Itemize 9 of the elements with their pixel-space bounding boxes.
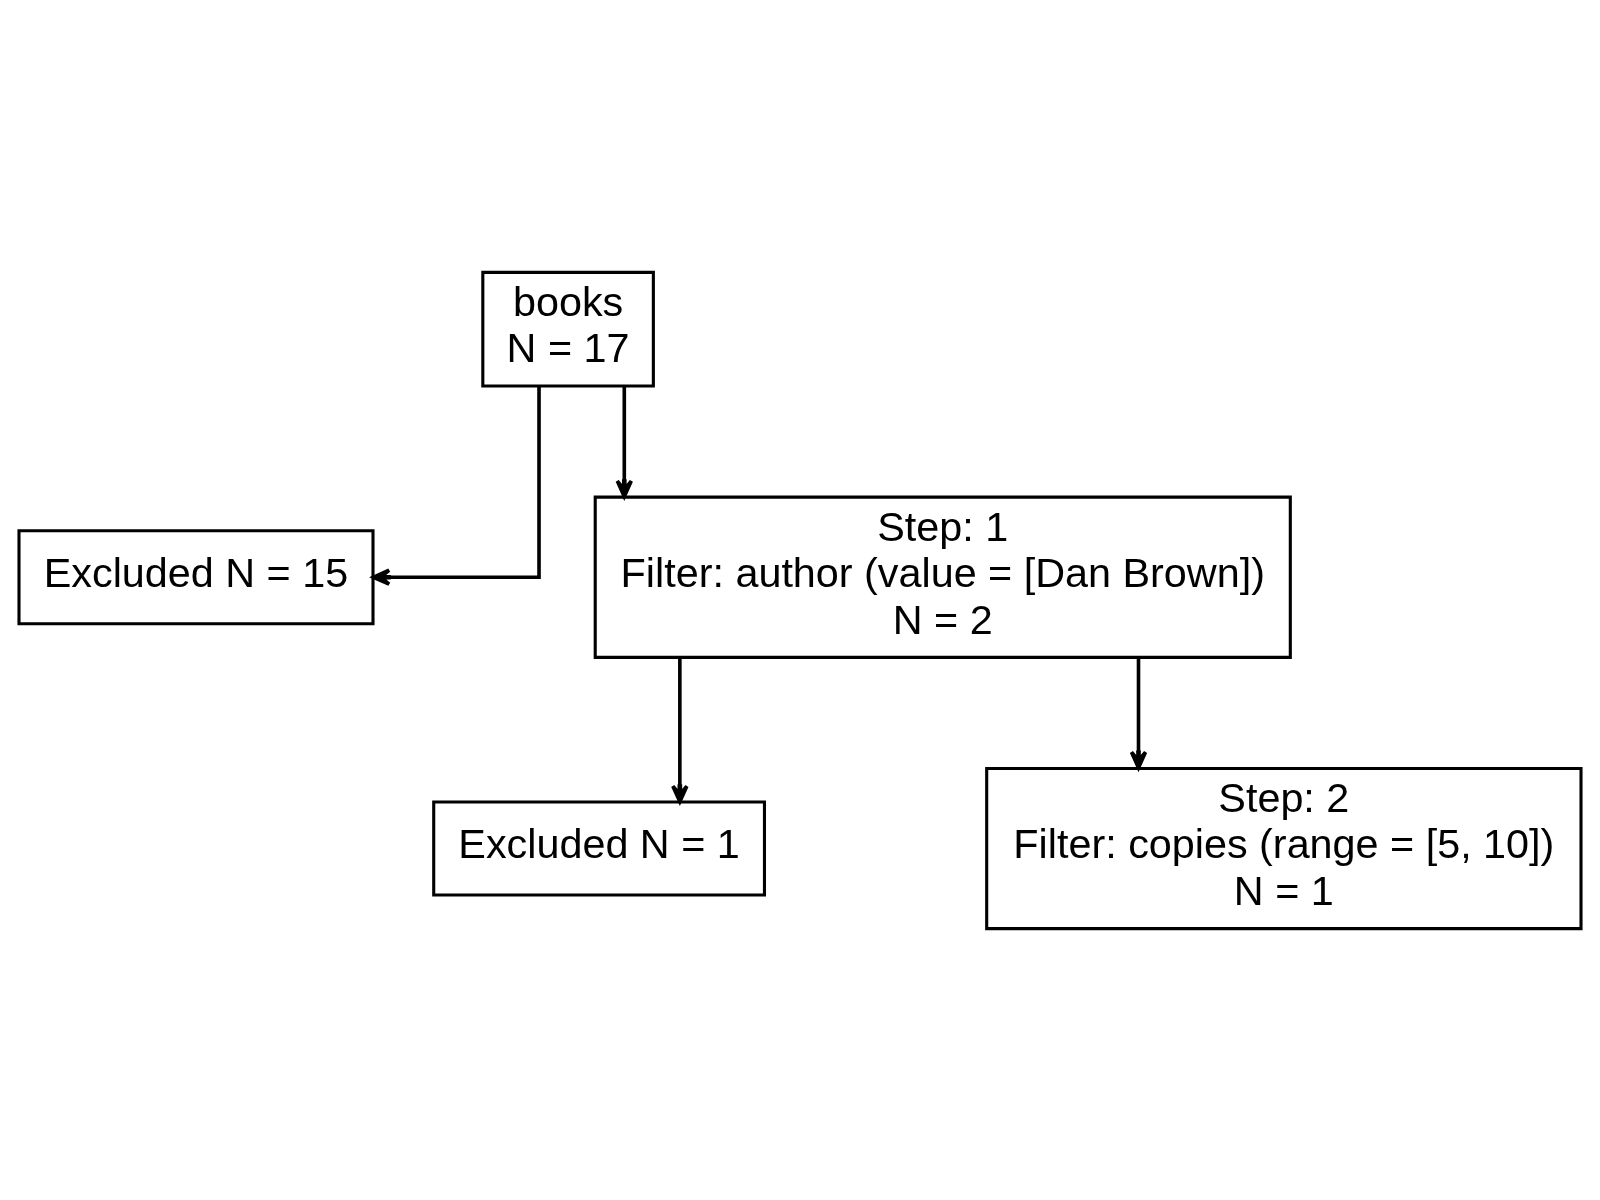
node-box: Excluded N = 1 — [432, 800, 766, 897]
node-box: Step: 1 Filter: author (value = [Dan Brown]) N = 2 — [593, 495, 1292, 659]
node-box: books N = 17 — [481, 270, 655, 388]
arrow — [371, 386, 541, 586]
arrow — [1129, 657, 1148, 770]
arrow — [615, 386, 634, 498]
node-box: Step: 2 Filter: copies (range = [5, 10]) N = 1 — [985, 766, 1583, 930]
arrow — [671, 657, 689, 803]
node-box: Excluded N = 15 — [17, 528, 375, 625]
